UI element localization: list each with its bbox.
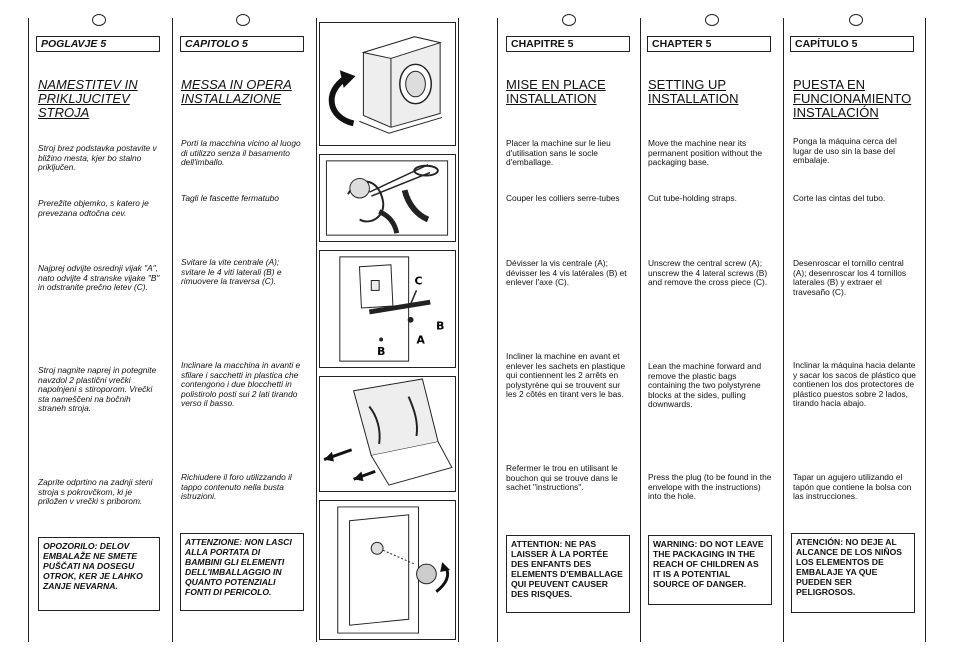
figure-remove-screws: C B A B [319,250,456,368]
step-1-text: Stroj brez podstavka postavite v bližino… [38,143,157,173]
step-1-text: Porti la macchina vicino al luogo di uti… [181,138,301,168]
step-2-text: Cut tube-holding straps. [648,193,737,203]
column-divider [28,18,29,642]
chapter-header: CHAPTER 5 [647,36,771,52]
page-marker-circle [849,14,863,26]
step-2-text: Tagli le fascette fermatubo [181,193,279,203]
step-1-text: Move the machine near its permanent posi… [648,138,763,168]
page-marker-circle [236,14,250,26]
column-divider [925,18,926,642]
step-3-text: Najprej odvijte osrednji vijak "A", nato… [38,263,160,293]
label-b: B [377,345,385,358]
step-3-text: Unscrew the central screw (A); unscrew t… [648,258,768,288]
figure-cut-straps [319,154,456,242]
step-5-text: Tapar un agujero utilizando el tapón que… [793,472,912,502]
warning-box: WARNING: DO NOT LEAVE THE PACKAGING IN T… [648,535,772,605]
page-marker-circle [92,14,106,26]
page-marker-circle [562,14,576,26]
column-divider [172,18,173,642]
step-5-text: Richiudere il foro utilizzando il tappo … [181,472,292,502]
step-4-text: Incliner la machine en avant et enlever … [506,351,626,400]
step-1-text: Ponga la máquina cerca del lugar de uso … [793,136,897,166]
chapter-header: CAPÍTULO 5 [790,36,914,52]
column-divider [316,18,317,642]
step-3-text: Dévisser la vis centrale (A); dévisser l… [506,258,627,288]
step-5-text: Zaprite odprtino na zadnji steni stroja … [38,477,153,507]
section-title: MISE EN PLACE INSTALLATION [506,77,606,106]
step-5-text: Press the plug (to be found in the envel… [648,472,772,502]
step-2-text: Couper les colliers serre-tubes [506,193,620,203]
section-title: NAMESTITEV IN PRIKLJUCITEV STROJA [38,77,138,120]
step-2-text: Corte las cintas del tubo. [793,193,886,203]
step-2-text: Prerežite objemko, s katero je prevezana… [38,198,149,218]
chapter-header: CHAPITRE 5 [506,36,630,52]
step-3-text: Svitare la vite centrale (A); svitare le… [181,257,282,287]
page-marker-circle [705,14,719,26]
label-c: C [415,274,423,287]
section-title: PUESTA EN FUNCIONAMIENTO INSTALACIÓN [793,77,912,120]
step-4-text: Lean the machine forward and remove the … [648,361,762,410]
section-title: SETTING UP INSTALLATION [648,77,739,106]
step-4-text: Stroj nagnite naprej in potegnite navzdo… [38,365,157,414]
figure-move-machine [319,22,456,146]
step-1-text: Placer la machine sur le lieu d'utilisat… [506,138,611,168]
column-divider [640,18,641,642]
step-4-text: Inclinar la máquina hacia delante y saca… [793,360,916,409]
section-title: MESSA IN OPERA INSTALLAZIONE [181,77,292,106]
warning-box: ATTENZIONE: NON LASCI ALLA PORTATA DI BA… [180,533,304,611]
label-a: A [417,333,426,346]
label-b: B [436,320,444,333]
warning-box: OPOZORILO: DELOV EMBALAŽE NE SMETE PUŠČA… [38,537,160,611]
column-divider [497,18,498,642]
step-5-text: Refermer le trou en utilisant le bouchon… [506,463,618,493]
step-4-text: Inclinare la macchina in avanti e sfilar… [181,360,301,409]
chapter-header: CAPITOLO 5 [180,36,304,52]
figure-press-plug [319,500,456,640]
figure-tilt-machine [319,376,456,492]
warning-box: ATTENTION: NE PAS LAISSER À LA PORTÉE DE… [506,535,630,613]
chapter-header: POGLAVJE 5 [36,36,160,52]
warning-box: ATENCIÓN: NO DEJE AL ALCANCE DE LOS NIÑO… [791,533,915,613]
column-divider [458,18,459,642]
column-divider [783,18,784,642]
step-3-text: Desenroscar el tornillo central (A); des… [793,258,907,297]
